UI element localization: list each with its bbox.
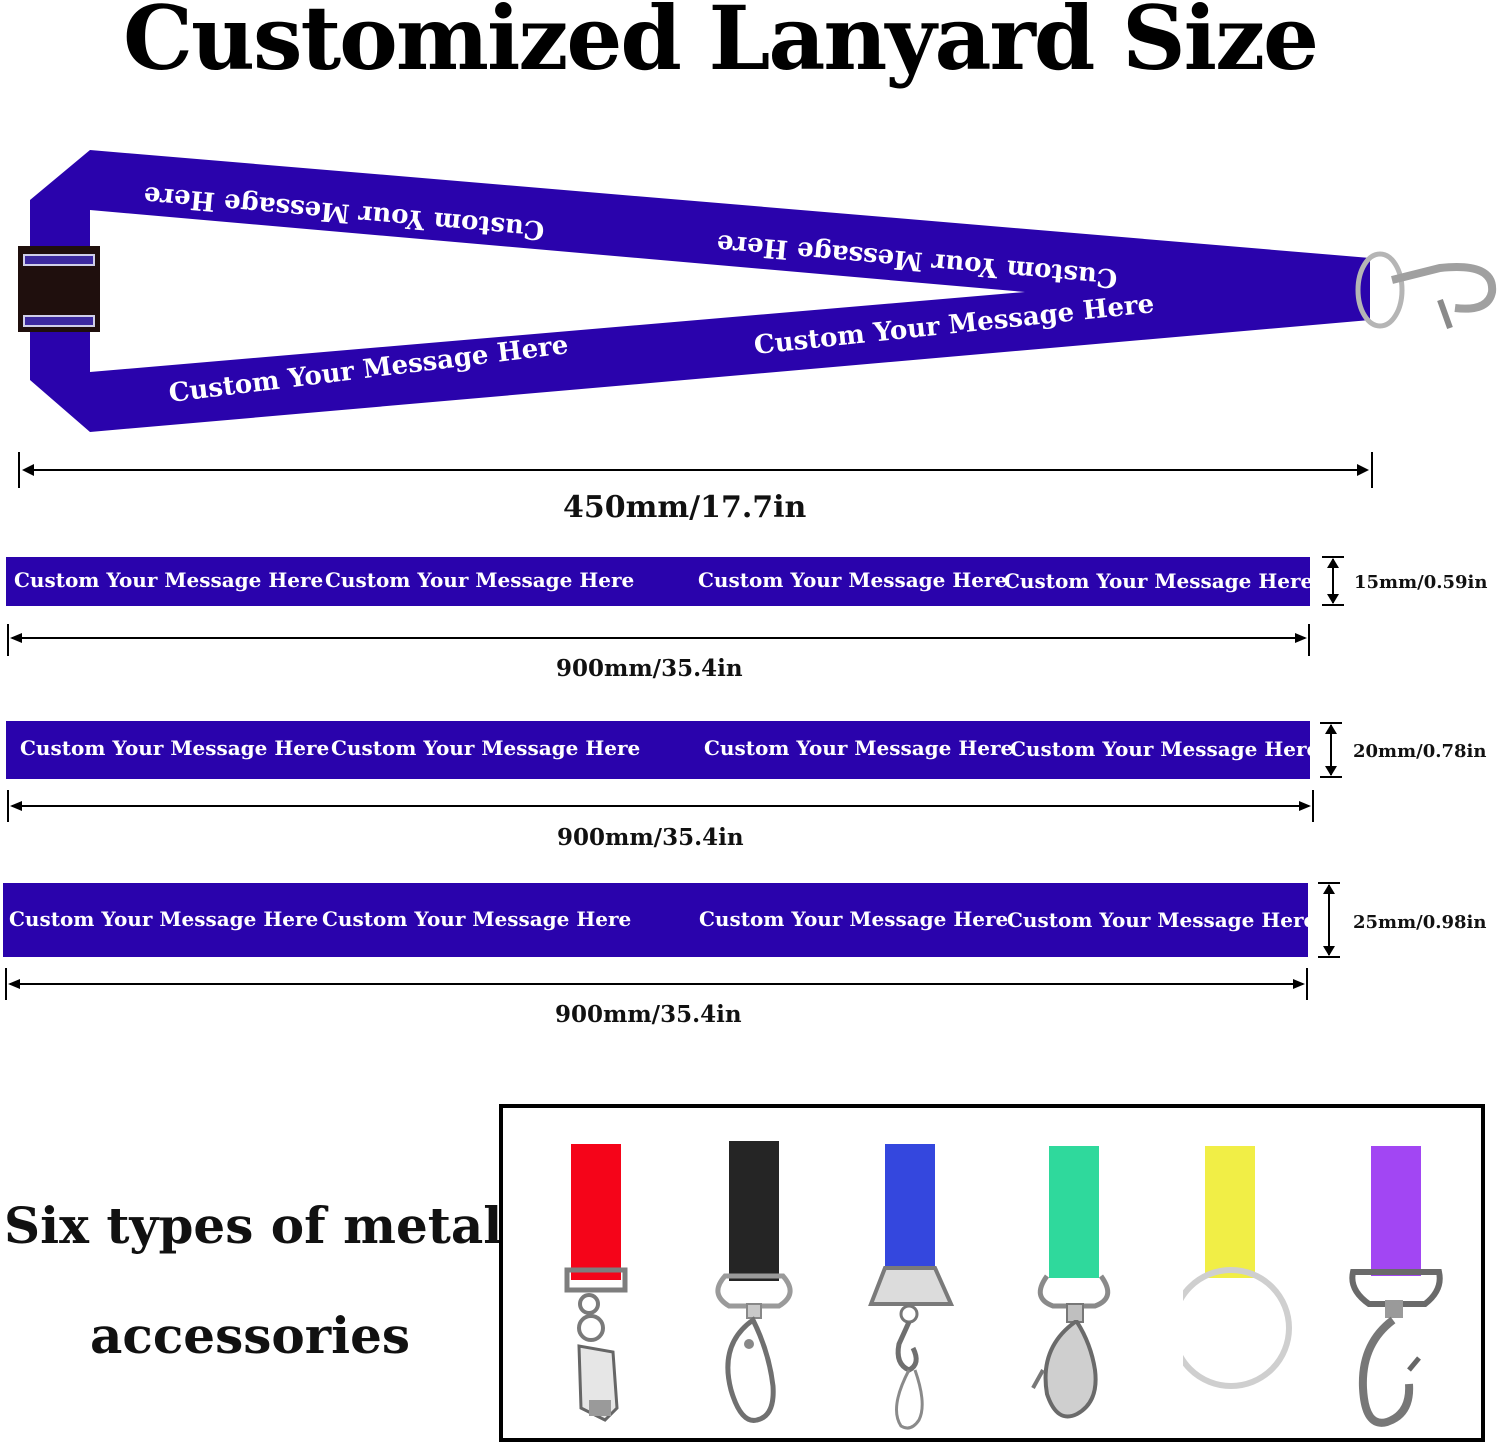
accessory-bulldog-clip xyxy=(553,1108,673,1446)
lanyard-illustration: Custom Your Message Here Custom Your Mes… xyxy=(18,150,1497,432)
strap-20mm-width-label: 20mm/0.78in xyxy=(1353,741,1487,762)
strap-20mm-length-dimension xyxy=(7,790,1314,822)
swivel-snap-hook-icon xyxy=(1031,1146,1111,1419)
strap-message: Custom Your Message Here xyxy=(322,907,632,931)
trigger-snap-hook-icon xyxy=(1349,1146,1443,1427)
strap-20mm-width-dimension xyxy=(1320,722,1342,778)
accessory-trigger-snap-hook xyxy=(1347,1108,1467,1446)
strap-message: Custom Your Message Here xyxy=(699,907,1009,931)
split-ring-icon xyxy=(1170,1146,1292,1389)
bulldog-clip-icon xyxy=(564,1144,628,1422)
strap-message: Custom Your Message Here xyxy=(14,568,324,592)
strap-message: Custom Your Message Here xyxy=(20,736,330,760)
strap-25mm-length-label: 900mm/35.4in xyxy=(555,1001,742,1028)
page-title: Customized Lanyard Size xyxy=(122,0,1319,90)
strap-message: Custom Your Message Here xyxy=(698,568,1008,592)
strap-15mm: Custom Your Message Here Custom Your Mes… xyxy=(6,557,1310,606)
lanyard-length-label: 450mm/17.7in xyxy=(563,490,807,525)
j-hook-icon xyxy=(868,1144,955,1430)
accessory-split-ring xyxy=(1170,1108,1303,1446)
strap-message: Custom Your Message Here xyxy=(9,907,319,931)
strap-message: Custom Your Message Here xyxy=(1010,737,1310,761)
accessory-lobster-clasp xyxy=(709,1108,829,1446)
strap-25mm-length-dimension xyxy=(5,968,1308,1000)
strap-20mm: Custom Your Message Here Custom Your Mes… xyxy=(6,721,1310,779)
accessory-j-hook xyxy=(865,1108,985,1446)
accessories-title-line1: Six types of metal xyxy=(4,1196,503,1255)
lanyard-length-dimension xyxy=(18,452,1373,488)
accessories-panel xyxy=(499,1104,1485,1442)
strap-20mm-length-label: 900mm/35.4in xyxy=(557,824,744,851)
strap-15mm-width-label: 15mm/0.59in xyxy=(1354,572,1488,593)
lobster-clasp-icon xyxy=(715,1141,793,1423)
strap-25mm-width-label: 25mm/0.98in xyxy=(1353,912,1487,933)
strap-message: Custom Your Message Here xyxy=(704,736,1014,760)
accessories-title-line2: accessories xyxy=(90,1306,411,1365)
breakaway-buckle xyxy=(18,246,100,332)
strap-15mm-length-label: 900mm/35.4in xyxy=(556,655,743,682)
strap-15mm-width-dimension xyxy=(1322,556,1344,606)
accessory-swivel-snap-hook xyxy=(1029,1108,1149,1446)
strap-25mm-width-dimension xyxy=(1318,882,1340,958)
strap-25mm: Custom Your Message Here Custom Your Mes… xyxy=(3,883,1308,957)
strap-message: Custom Your Message Here xyxy=(325,568,635,592)
strap-message: Custom Your Message Here xyxy=(331,736,641,760)
lobster-hook-icon xyxy=(1355,251,1497,330)
strap-message: Custom Your Message Here xyxy=(1007,908,1308,932)
strap-message: Custom Your Message Here xyxy=(1004,569,1310,593)
strap-15mm-length-dimension xyxy=(7,624,1310,656)
